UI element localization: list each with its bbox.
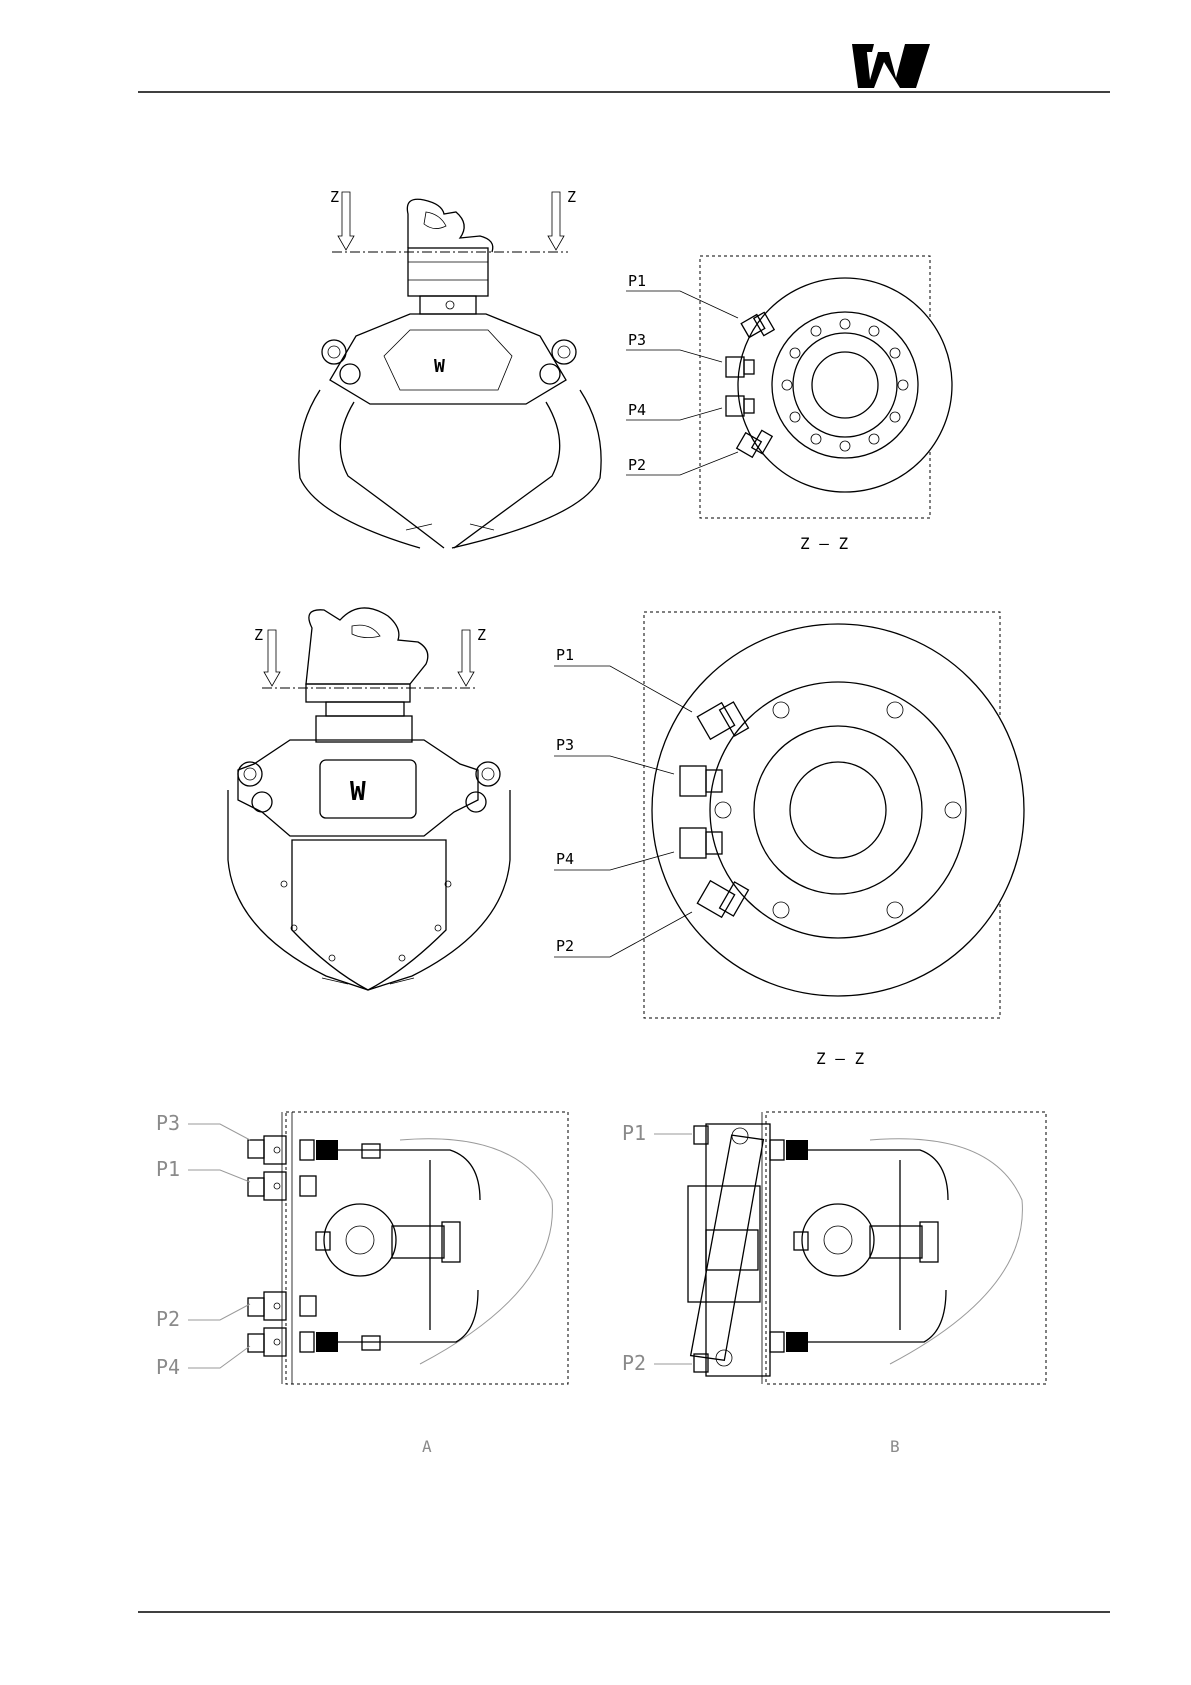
port-label-p2-2: P2 — [554, 912, 692, 957]
svg-text:P1: P1 — [622, 1121, 646, 1145]
fitting-block-b-p1 — [694, 1126, 858, 1160]
svg-text:P4: P4 — [156, 1355, 180, 1379]
section-caption-middle: Z – Z — [816, 1049, 865, 1068]
body-logo-icon-2: W — [350, 777, 366, 807]
port-label-p4: P4 — [626, 401, 722, 420]
port-label-p3-2: P3 — [554, 736, 674, 774]
port-label-p1-2: P1 — [554, 646, 692, 712]
svg-text:P4: P4 — [556, 850, 574, 868]
hydraulic-view-a: P3 P1 P2 P4 A — [156, 1111, 568, 1456]
view-caption-b: B — [890, 1437, 900, 1456]
section-arrow-left-2: Z — [254, 626, 280, 686]
port-label-a-p2: P2 — [156, 1304, 250, 1331]
body-logo-icon: W — [434, 356, 445, 377]
view-caption-a: A — [422, 1437, 432, 1456]
port-label-p2: P2 — [626, 452, 738, 475]
port-label-a-p1: P1 — [156, 1157, 250, 1182]
section-view-middle: P1 P3 P4 P2 Z – Z — [554, 612, 1024, 1068]
port-label-b-p1: P1 — [622, 1121, 692, 1145]
svg-text:P3: P3 — [628, 331, 646, 349]
port-label-p1: P1 — [626, 272, 738, 318]
grapple-view-middle: Z Z W — [228, 608, 510, 990]
section-arrow-right: Z — [548, 188, 576, 250]
port-label-p4-2: P4 — [554, 850, 674, 870]
section-caption-top: Z – Z — [800, 534, 849, 553]
section-view-top: P1 P3 P4 P2 Z – Z — [626, 256, 952, 553]
section-arrow-left: Z — [330, 188, 354, 250]
svg-text:P1: P1 — [556, 646, 574, 664]
svg-text:P1: P1 — [628, 272, 646, 290]
svg-text:P3: P3 — [556, 736, 574, 754]
svg-text:P1: P1 — [156, 1157, 180, 1181]
hydraulic-view-b: P1 P2 B — [622, 1112, 1046, 1456]
port-label-a-p4: P4 — [156, 1346, 250, 1379]
svg-text:Z: Z — [477, 626, 486, 644]
svg-text:P2: P2 — [556, 937, 574, 955]
fitting-block-p4 — [248, 1328, 410, 1356]
svg-text:Z: Z — [254, 626, 263, 644]
grapple-view-top: Z Z W — [299, 188, 601, 548]
fitting-block-p3 — [248, 1136, 384, 1164]
port-label-p3: P3 — [626, 331, 722, 362]
svg-text:P2: P2 — [622, 1351, 646, 1375]
section-marker-left: Z — [330, 188, 339, 206]
port-label-b-p2: P2 — [622, 1351, 692, 1375]
svg-text:P2: P2 — [628, 456, 646, 474]
brand-logo — [852, 44, 930, 88]
port-label-a-p3: P3 — [156, 1111, 250, 1140]
svg-text:P4: P4 — [628, 401, 646, 419]
section-marker-right: Z — [567, 188, 576, 206]
svg-text:P3: P3 — [156, 1111, 180, 1135]
svg-text:P2: P2 — [156, 1307, 180, 1331]
section-arrow-right-2: Z — [458, 626, 486, 686]
